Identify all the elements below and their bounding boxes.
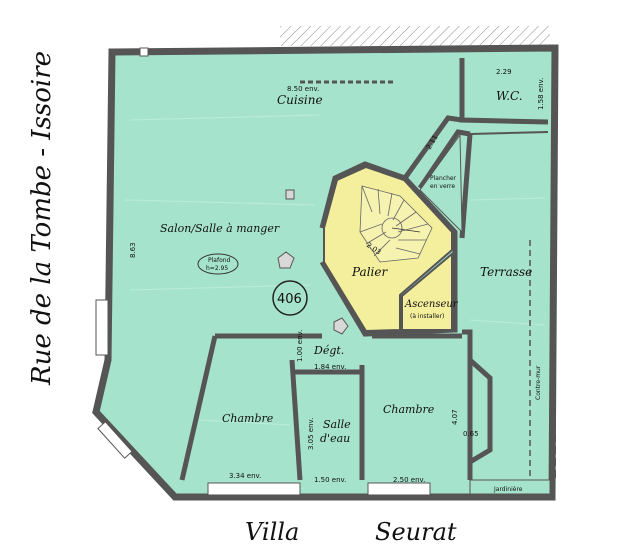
dim-chambre-left: 3.34 env.	[229, 472, 261, 480]
room-salle-line2: d'eau	[320, 432, 350, 445]
glass-floor	[419, 133, 463, 234]
windows	[95, 47, 431, 496]
dim-wc-w: 2.29	[496, 68, 512, 76]
elevator-shaft	[401, 251, 453, 331]
jardiniere-strip	[469, 479, 551, 495]
street-left: Rue de la Tombe - Issoire	[27, 51, 57, 386]
dim-chambre-right-h: 4.07	[451, 409, 459, 425]
street-bottom-right: Seurat	[375, 518, 457, 546]
room-ascenseur: Ascenseur	[404, 299, 459, 310]
plafond-line2: h=2.95	[206, 265, 228, 272]
lot-number: 406	[277, 292, 302, 307]
room-salon: Salon/Salle à manger	[160, 222, 280, 235]
terrace-top	[469, 131, 549, 135]
dim-salle-h: 3.05 env.	[307, 418, 315, 450]
room-contre-mur: Contre-mur	[535, 365, 542, 400]
dim-wc-h: 1.58 env.	[537, 78, 545, 110]
room-wc: W.C.	[496, 89, 523, 103]
dim-chambre-right-w: 2.50 env.	[393, 476, 425, 484]
room-cuisine: Cuisine	[277, 93, 323, 107]
room-salle-line1: Salle	[323, 418, 351, 431]
dim-salle-w: 1.50 env.	[314, 476, 346, 484]
room-ascenseur-note: (à installer)	[410, 313, 444, 320]
street-bottom-left: Villa	[245, 518, 299, 546]
room-plancher-2: en verre	[430, 183, 455, 190]
plafond-marker	[197, 253, 239, 275]
dim-side: 0.65	[463, 430, 479, 438]
room-degt: Dégt.	[313, 344, 344, 357]
neighbour-hatch	[280, 26, 550, 46]
room-palier: Palier	[351, 265, 388, 279]
dim-salon-h: 8.63	[129, 242, 137, 258]
dim-degt-w: 1.84 env.	[314, 363, 346, 371]
dim-cuisine: 8.50 env.	[287, 85, 319, 93]
interior-walls	[179, 58, 549, 481]
room-jardiniere: Jardinière	[493, 486, 523, 493]
room-chambre-right: Chambre	[383, 403, 435, 416]
columns	[277, 189, 349, 335]
stair-steps	[359, 185, 433, 263]
lot-number-circle	[272, 280, 308, 316]
room-plancher-1: Plancher	[430, 175, 457, 182]
room-terrasse: Terrasse	[480, 265, 532, 279]
room-chambre-left: Chambre	[222, 412, 274, 425]
dim-degt-h: 1.00 env.	[296, 330, 304, 362]
plafond-line1: Plafond	[208, 257, 231, 264]
